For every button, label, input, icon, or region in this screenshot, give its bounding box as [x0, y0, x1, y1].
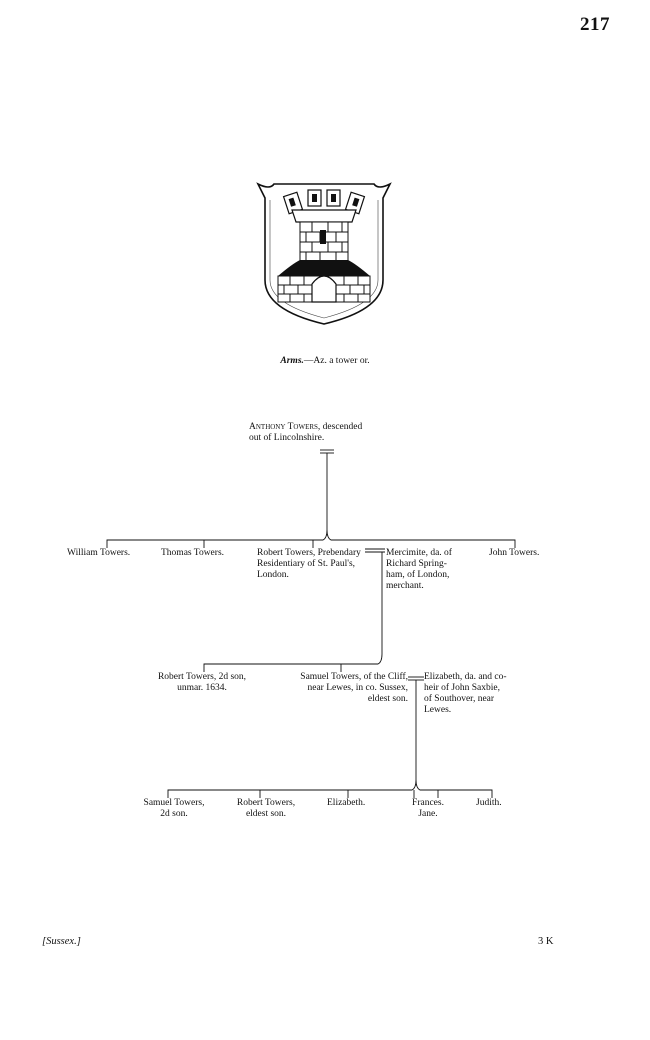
page-number: 217 [580, 14, 610, 35]
text-line: Samuel Towers, [143, 798, 205, 808]
arms-blazon: —Az. a tower or. [303, 356, 370, 366]
progenitor-name: Anthony Towers, [249, 422, 321, 432]
person-robert-towers-prebendary: Robert Towers, Prebendary Residentiary o… [257, 548, 361, 581]
text-line: Robert Towers, Prebendary [257, 548, 361, 558]
person-william-towers: William Towers. [67, 548, 131, 558]
text-line: 2d son. [160, 809, 188, 819]
arms-label: Arms. [280, 356, 304, 366]
text-line: heir of John Saxbie, [424, 683, 500, 693]
person-elizabeth: Elizabeth. [327, 798, 366, 808]
text-line: near Lewes, in co. Sussex, [307, 683, 408, 693]
text-line: Samuel Towers, of the Cliff, [300, 672, 408, 682]
progenitor-desc: descended [320, 422, 363, 432]
text-line: unmar. 1634. [177, 683, 227, 693]
text-line: Elizabeth, da. and co- [424, 672, 507, 682]
person-judith: Judith. [476, 798, 502, 808]
arms-caption: Arms.—Az. a tower or. [0, 356, 650, 366]
person-robert-towers-eldest: Robert Towers, eldest son. [228, 798, 304, 820]
footer-signature: 3 K [538, 936, 554, 947]
person-john-towers: John Towers. [489, 548, 540, 558]
person-frances-jane: Frances. Jane. [410, 798, 446, 820]
text-line: merchant. [386, 581, 424, 591]
person-samuel-towers-eldest: Samuel Towers, of the Cliff, near Lewes,… [280, 672, 408, 705]
person-robert-towers-2d-son: Robert Towers, 2d son, unmar. 1634. [150, 672, 254, 694]
footer-county: [Sussex.] [42, 936, 81, 947]
text-line: eldest son. [245, 809, 287, 819]
text-line: of Southover, near [424, 694, 495, 704]
text-line: Richard Spring- [386, 559, 447, 569]
text-line: Robert Towers, [236, 798, 296, 808]
text-line: Residentiary of St. Paul's, [257, 559, 356, 569]
person-mercimite: Mercimite, da. of Richard Spring- ham, o… [386, 548, 452, 592]
progenitor-origin: out of Lincolnshire. [249, 433, 325, 443]
person-thomas-towers: Thomas Towers. [161, 548, 225, 558]
text-line: Robert Towers, 2d son, [157, 672, 247, 682]
coat-of-arms-shield-icon [256, 182, 392, 325]
text-line: Jane. [418, 809, 438, 819]
text-line: Lewes. [424, 705, 452, 715]
progenitor-anthony-towers: Anthony Towers, descended out of Lincoln… [249, 422, 362, 444]
text-line: London. [257, 570, 289, 580]
text-line: Mercimite, da. of [386, 548, 452, 558]
person-samuel-towers-2d-son: Samuel Towers, 2d son. [136, 798, 212, 820]
text-line: ham, of London, [386, 570, 450, 580]
person-elizabeth-saxbie: Elizabeth, da. and co- heir of John Saxb… [424, 672, 507, 716]
text-line: eldest son. [367, 694, 408, 704]
text-line: Frances. [412, 798, 444, 808]
